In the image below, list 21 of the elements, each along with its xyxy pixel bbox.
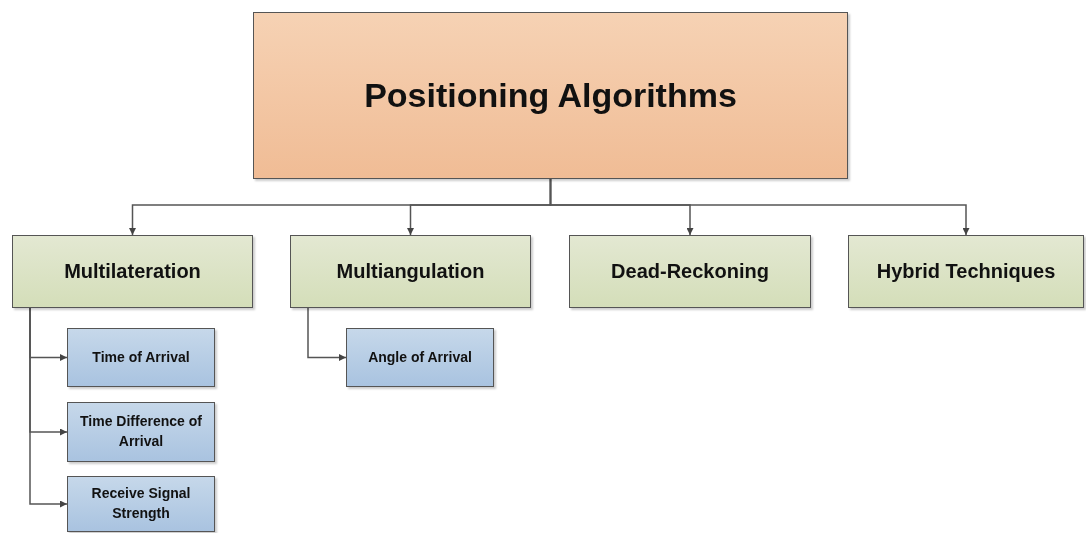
node-label: Receive Signal Strength bbox=[90, 484, 192, 523]
node-label: Dead-Reckoning bbox=[611, 260, 769, 283]
node-label: Positioning Algorithms bbox=[364, 76, 737, 115]
arrow bbox=[29, 307, 68, 508]
arrow bbox=[549, 178, 970, 236]
node-label: Angle of Arrival bbox=[368, 347, 472, 367]
node-label: Time Difference of Arrival bbox=[79, 412, 203, 451]
arrow bbox=[307, 307, 347, 361]
method-box bbox=[67, 476, 215, 532]
method-box bbox=[346, 328, 494, 387]
node-label: Multilateration bbox=[64, 260, 201, 283]
node-label: Hybrid Techniques bbox=[876, 260, 1056, 283]
method-box bbox=[67, 328, 215, 387]
root-box bbox=[253, 12, 848, 179]
node-label: Time of Arrival bbox=[92, 347, 190, 367]
node-label: Multiangulation bbox=[336, 260, 485, 283]
category-box bbox=[290, 235, 531, 308]
category-box bbox=[569, 235, 811, 308]
method-box bbox=[67, 402, 215, 462]
category-box bbox=[12, 235, 253, 308]
category-box bbox=[848, 235, 1084, 308]
